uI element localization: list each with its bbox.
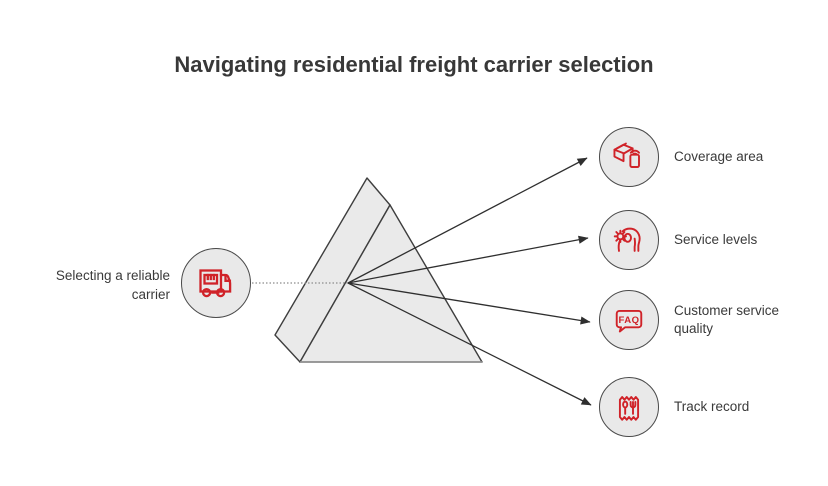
input-node-circle [181, 248, 251, 318]
output-node-circle-service-levels [599, 210, 659, 270]
input-node-label: Selecting a reliable carrier [55, 268, 170, 302]
page-title: Navigating residential freight carrier s… [174, 52, 654, 77]
mind-gear-icon [613, 227, 641, 252]
output-node-circle-coverage-area [599, 127, 659, 187]
ray-line-track-record [347, 282, 592, 406]
refracted-rays [347, 157, 592, 406]
delivery-truck-icon [199, 269, 232, 298]
ray-line-coverage-area [347, 157, 588, 284]
output-node-label-service-levels: Service levels [674, 232, 758, 247]
output-node-label-track-record: Track record [674, 399, 750, 414]
faq-icon-text: FAQ [619, 315, 640, 326]
output-node-circle-track-record [599, 377, 659, 437]
output-node-circle-customer-service: FAQ [599, 290, 659, 350]
output-node-label-coverage-area: Coverage area [674, 149, 764, 164]
ray-line-service-levels [347, 235, 589, 284]
package-mobile-signal-icon [613, 142, 640, 168]
output-node-label-customer-service: Customer service quality [674, 303, 780, 336]
faq-speech-bubble-icon: FAQ [615, 309, 643, 333]
receipt-cutlery-icon [618, 396, 640, 421]
ray-line-customer-service [347, 282, 591, 325]
